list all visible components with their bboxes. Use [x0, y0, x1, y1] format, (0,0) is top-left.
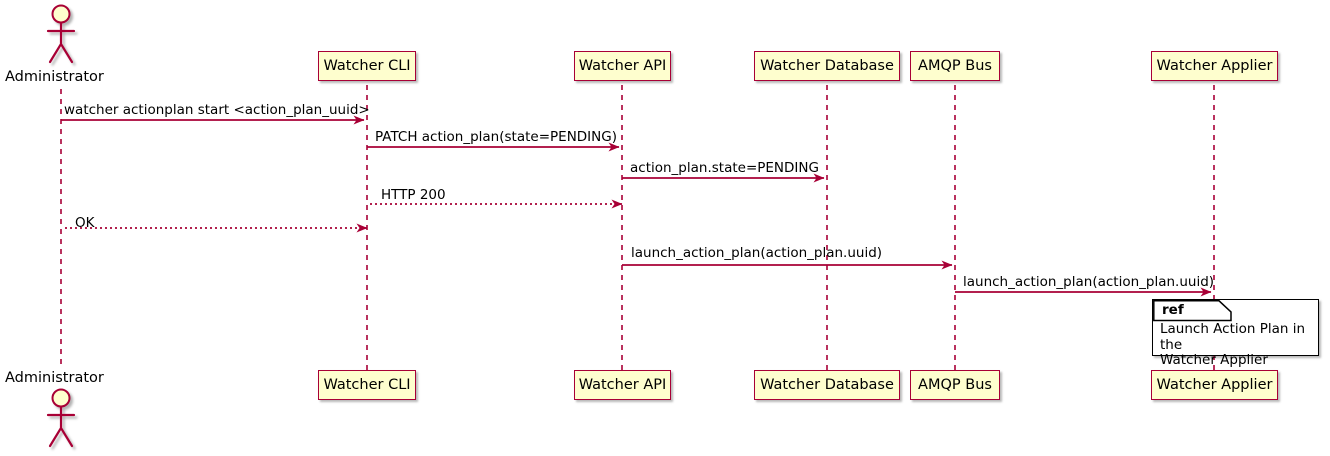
- lifelines: [60, 85, 1215, 370]
- message-arrows: [61, 115, 1212, 297]
- participant-box-api-top[interactable]: Watcher API: [574, 51, 671, 81]
- message-label-4: HTTP 200: [381, 187, 446, 203]
- message-label-7: launch_action_plan(action_plan.uuid): [963, 274, 1215, 290]
- message-label-6: launch_action_plan(action_plan.uuid): [631, 245, 883, 261]
- actor-figure-administrator-bottom: [46, 388, 76, 448]
- participant-box-applier-bottom[interactable]: Watcher Applier: [1151, 370, 1278, 400]
- participant-box-database-top[interactable]: Watcher Database: [754, 51, 900, 81]
- ref-fragment-text: Launch Action Plan in the Watcher Applie…: [1160, 321, 1306, 368]
- participant-box-cli-bottom[interactable]: Watcher CLI: [318, 370, 416, 400]
- participant-box-applier-top[interactable]: Watcher Applier: [1151, 51, 1278, 81]
- message-label-5: OK: [75, 215, 95, 231]
- ref-fragment-tag-shape: [1153, 300, 1232, 322]
- actor-figure-administrator-top: [46, 4, 76, 64]
- actor-label-administrator-top: Administrator: [5, 69, 104, 85]
- participant-box-amqp-top[interactable]: AMQP Bus: [910, 51, 1000, 81]
- ref-fragment-tag: ref: [1162, 302, 1184, 318]
- ref-fragment: ref Launch Action Plan in the Watcher Ap…: [1152, 299, 1319, 368]
- message-label-3: action_plan.state=PENDING: [630, 160, 819, 176]
- actor-label-administrator-bottom: Administrator: [5, 370, 104, 386]
- participant-box-api-bottom[interactable]: Watcher API: [574, 370, 671, 400]
- message-label-2: PATCH action_plan(state=PENDING): [375, 129, 617, 145]
- participant-box-amqp-bottom[interactable]: AMQP Bus: [910, 370, 1000, 400]
- participant-box-database-bottom[interactable]: Watcher Database: [754, 370, 900, 400]
- message-label-1: watcher actionplan start <action_plan_uu…: [64, 102, 370, 118]
- participant-box-cli-top[interactable]: Watcher CLI: [318, 51, 416, 81]
